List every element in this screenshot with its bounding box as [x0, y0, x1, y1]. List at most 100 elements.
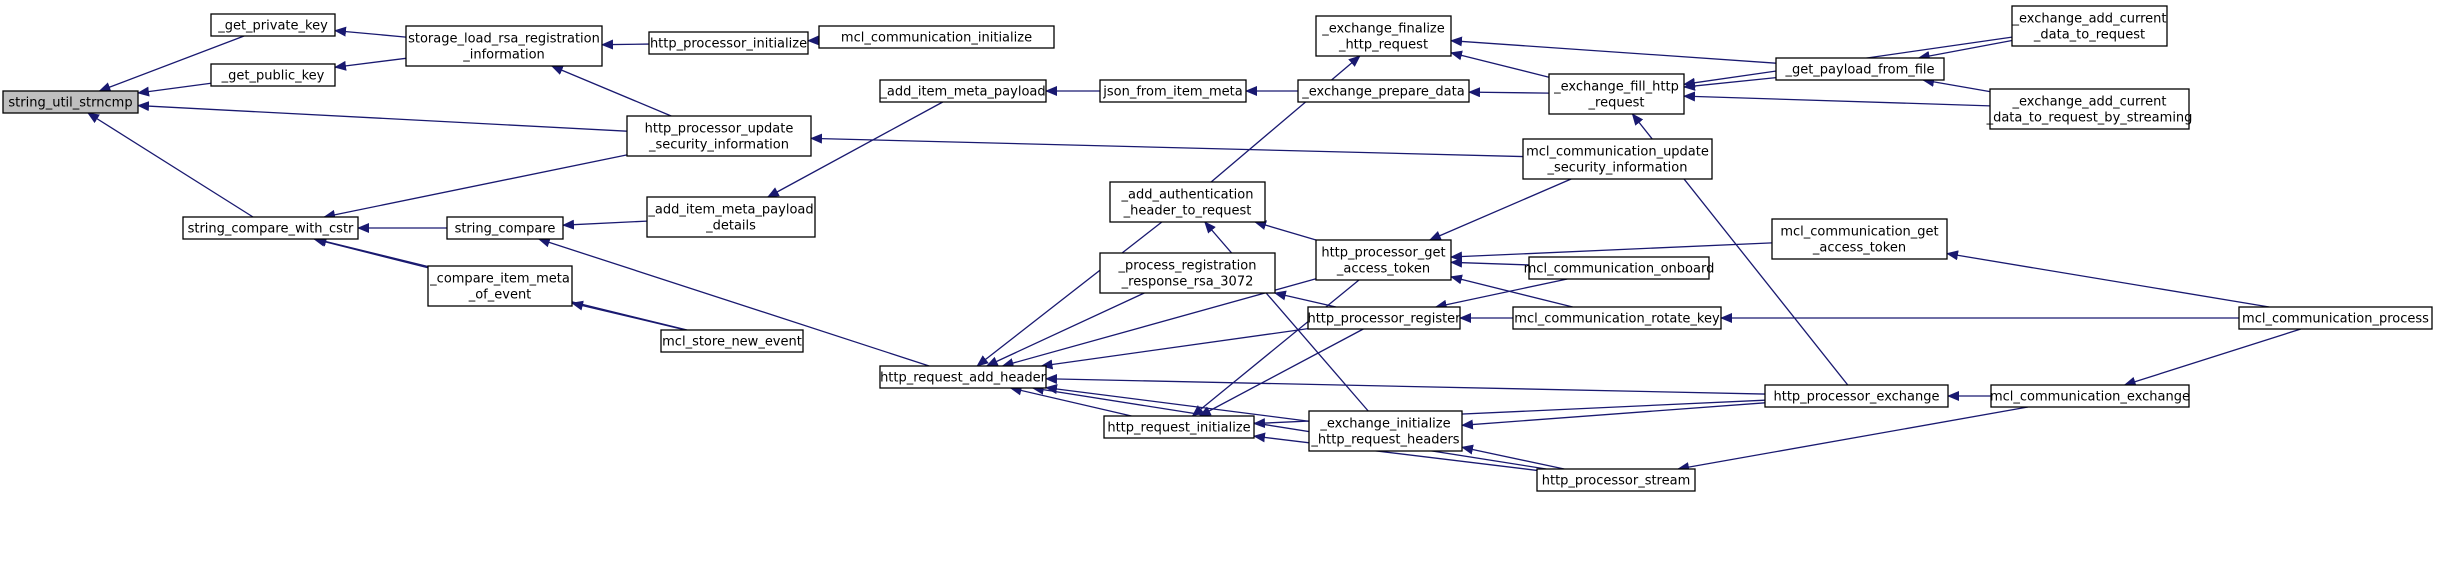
node-label: mcl_communication_initialize [841, 31, 1032, 46]
node-http-processor-exchange[interactable]: http_processor_exchange [1764, 384, 1949, 408]
edge-string-compare-with-cstr-to-string-util-strncmp [87, 112, 254, 218]
node-label: http_processor_exchange [1773, 390, 1939, 405]
node-label: _compare_item_meta [429, 272, 570, 287]
edge-http-processor-update-security-to-string-util-strncmp [137, 101, 628, 132]
node-get-private-key[interactable]: _get_private_key [210, 13, 336, 37]
edge-exchange-fill-http-request-to-exchange-prepare-data [1468, 87, 1550, 98]
edge-add-item-meta-payload-to-add-item-meta-payload-details [766, 101, 944, 198]
node-exchange-fill-http-request[interactable]: _exchange_fill_http_request [1548, 73, 1685, 115]
node-label: _response_rsa_3072 [1121, 275, 1254, 290]
node-add-item-meta-payload[interactable]: _add_item_meta_payload [879, 79, 1047, 103]
node-http-processor-register[interactable]: http_processor_register [1307, 306, 1461, 330]
edge-mcl-communication-get-access-token-to-http-processor-get-access-token [1450, 242, 1773, 262]
node-label: _exchange_finalize [1321, 22, 1445, 37]
node-process-registration-response[interactable]: _process_registration_response_rsa_3072 [1099, 252, 1276, 294]
edge-mcl-communication-update-security-to-http-processor-update-security [810, 133, 1524, 158]
node-label: mcl_communication_get [1780, 225, 1938, 240]
node-box [626, 115, 812, 157]
edge-http-processor-exchange-to-exchange-initialize-http-request-headers [1461, 402, 1766, 430]
node-label: _exchange_initialize [1319, 417, 1450, 432]
node-label: mcl_communication_exchange [1990, 390, 2190, 405]
node-http-request-add-header[interactable]: http_request_add_header [879, 365, 1047, 389]
node-exchange-initialize-http-request-headers[interactable]: _exchange_initialize_http_request_header… [1308, 410, 1463, 452]
node-label: _add_item_meta_payload [879, 85, 1045, 100]
node-exchange-add-current-data-to-request[interactable]: _exchange_add_current_data_to_request [2011, 5, 2168, 47]
node-box [446, 216, 564, 240]
edge-storage-load-rsa-to-get-private-key [334, 26, 407, 38]
node-label: mcl_communication_update [1526, 145, 1709, 160]
edge-http-processor-stream-to-exchange-initialize-http-request-headers [1461, 444, 1565, 470]
node-mcl-communication-onboard[interactable]: mcl_communication_onboard [1524, 256, 1715, 280]
node-http-processor-get-access-token[interactable]: http_processor_get_access_token [1315, 239, 1452, 281]
node-label: json_from_item_meta [1102, 85, 1242, 100]
node-exchange-finalize-http-request[interactable]: _exchange_finalize_http_request [1315, 15, 1452, 57]
node-box [2238, 306, 2433, 330]
node-label: _information [462, 48, 545, 63]
edge-http-processor-exchange-to-http-request-add-header [1045, 373, 1766, 395]
node-http-processor-initialize[interactable]: http_processor_initialize [648, 31, 809, 55]
node-box [1771, 218, 1948, 260]
node-mcl-communication-initialize[interactable]: mcl_communication_initialize [818, 25, 1055, 49]
node-http-processor-stream[interactable]: http_processor_stream [1536, 468, 1696, 492]
edge-mcl-communication-process-to-mcl-communication-exchange [2123, 328, 2302, 387]
node-box [1308, 410, 1463, 452]
edge-mcl-communication-exchange-to-http-processor-stream [1677, 406, 2029, 473]
node-box [2011, 5, 2168, 47]
node-label: _exchange_add_current [2012, 95, 2167, 110]
edge-http-processor-initialize-to-storage-load-rsa [601, 39, 650, 50]
node-string-compare-with-cstr[interactable]: string_compare_with_cstr [182, 216, 359, 240]
node-json-from-item-meta[interactable]: json_from_item_meta [1099, 79, 1247, 103]
edge-http-processor-register-to-process-registration-response [1273, 290, 1337, 308]
node-box [1990, 384, 2190, 408]
node-box [1307, 306, 1461, 330]
node-mcl-store-new-event[interactable]: mcl_store_new_event [660, 329, 804, 353]
node-box [1315, 239, 1452, 281]
node-mcl-communication-rotate-key[interactable]: mcl_communication_rotate_key [1512, 306, 1722, 330]
node-get-payload-from-file[interactable]: _get_payload_from_file [1775, 57, 1945, 81]
node-label: _process_registration [1118, 259, 1257, 274]
node-box [1775, 57, 1945, 81]
node-exchange-prepare-data[interactable]: _exchange_prepare_data [1297, 79, 1470, 103]
node-label: _of_event [468, 288, 532, 303]
node-http-processor-update-security[interactable]: http_processor_update_security_informati… [626, 115, 812, 157]
edge-mcl-store-new-event-to-compare-item-meta [571, 300, 686, 331]
node-string-util-strncmp[interactable]: string_util_strncmp [2, 90, 139, 114]
node-mcl-communication-process[interactable]: mcl_communication_process [2238, 306, 2433, 330]
node-string-compare[interactable]: string_compare [446, 216, 564, 240]
node-exchange-add-current-data-streaming[interactable]: _exchange_add_current_data_to_request_by… [1986, 88, 2193, 130]
node-label: http_processor_update [645, 122, 794, 137]
node-storage-load-rsa[interactable]: storage_load_rsa_registration_informatio… [405, 25, 603, 67]
edge-process-registration-response-to-http-request-add-header [985, 292, 1145, 367]
edge-storage-load-rsa-to-get-public-key [334, 57, 407, 71]
node-add-item-meta-payload-details[interactable]: _add_item_meta_payload_details [646, 196, 816, 238]
node-add-authentication-header[interactable]: _add_authentication_header_to_request [1109, 181, 1266, 223]
edge-http-processor-register-to-http-request-initialize [1198, 328, 1364, 417]
edge-http-processor-update-security-to-storage-load-rsa [550, 65, 672, 117]
node-mcl-communication-exchange[interactable]: mcl_communication_exchange [1990, 384, 2190, 408]
node-get-public-key[interactable]: _get_public_key [210, 63, 336, 87]
node-box [1512, 306, 1722, 330]
edge-http-processor-stream-to-http-request-initialize [1253, 432, 1538, 472]
edge-add-item-meta-payload-details-to-string-compare [562, 219, 648, 230]
node-compare-item-meta[interactable]: _compare_item_meta_of_event [427, 265, 573, 307]
node-mcl-communication-get-access-token[interactable]: mcl_communication_get_access_token [1771, 218, 1948, 260]
node-box [648, 31, 809, 55]
node-box [2, 90, 139, 114]
edge-mcl-communication-rotate-key-to-http-processor-get-access-token [1450, 274, 1573, 308]
node-label: _exchange_prepare_data [1301, 85, 1464, 100]
node-box [427, 265, 573, 307]
edge-http-request-add-header-to-string-compare [537, 237, 930, 367]
node-mcl-communication-update-security[interactable]: mcl_communication_update_security_inform… [1522, 138, 1713, 180]
node-label: _exchange_fill_http [1553, 80, 1679, 95]
node-box [1764, 384, 1949, 408]
edge-http-processor-get-access-token-to-add-authentication-header [1254, 220, 1317, 241]
node-label: http_processor_register [1307, 312, 1461, 327]
node-box [210, 63, 336, 87]
node-label: mcl_communication_rotate_key [1514, 312, 1720, 327]
edge-http-processor-stream-to-http-request-add-header [1031, 384, 1547, 470]
node-label: _get_public_key [221, 69, 325, 84]
node-box [1528, 256, 1710, 280]
node-box [879, 79, 1047, 103]
node-http-request-initialize[interactable]: http_request_initialize [1103, 415, 1255, 439]
edge-exchange-initialize-http-request-headers-to-http-request-add-header [1045, 384, 1310, 422]
